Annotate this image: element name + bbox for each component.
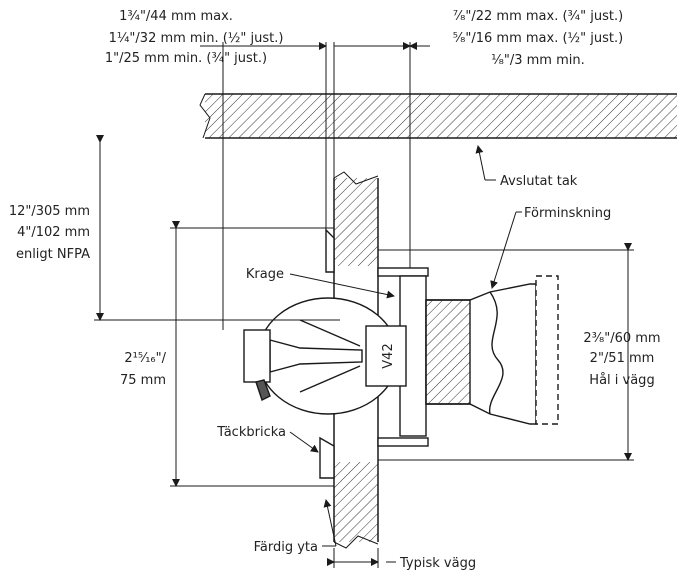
svg-text:Hål i vägg: Hål i vägg [589, 373, 654, 388]
svg-text:2¹⁵⁄₁₆"/: 2¹⁵⁄₁₆"/ [124, 351, 166, 366]
dim-left-upper: 12"/305 mm 4"/102 mm enligt NFPA [9, 204, 90, 262]
dimension-lines [94, 42, 634, 568]
label-finished-surface: Färdig yta [254, 540, 318, 555]
svg-text:1¼"/32 mm min. (½" just.): 1¼"/32 mm min. (½" just.) [109, 31, 284, 46]
svg-text:75 mm: 75 mm [120, 373, 166, 388]
svg-text:⁷⁄₈"/22 mm max. (¾" just.): ⁷⁄₈"/22 mm max. (¾" just.) [453, 9, 623, 24]
svg-text:⁵⁄₈"/16 mm max. (½" just.): ⁵⁄₈"/16 mm max. (½" just.) [453, 31, 623, 46]
svg-text:2"/51 mm: 2"/51 mm [590, 351, 655, 366]
escutcheon-plate [319, 228, 429, 479]
label-typical-wall: Typisk vägg [399, 556, 476, 571]
label-reducer: Förminskning [524, 206, 611, 221]
svg-text:2³⁄₈"/60 mm: 2³⁄₈"/60 mm [583, 331, 660, 346]
dim-top-right: ⁷⁄₈"/22 mm max. (¾" just.) ⁵⁄₈"/16 mm ma… [453, 9, 623, 68]
wall-section [333, 171, 379, 549]
label-escutcheon: Täckbricka [216, 425, 286, 440]
svg-text:1¾"/44 mm max.: 1¾"/44 mm max. [119, 9, 233, 24]
sprinkler-marking: V42 [381, 343, 396, 368]
dim-right: 2³⁄₈"/60 mm 2"/51 mm Hål i vägg [583, 331, 660, 388]
label-finished-ceiling: Avslutat tak [500, 174, 578, 189]
reducer-fitting [425, 275, 559, 425]
ceiling-slab [199, 93, 677, 139]
label-collar: Krage [246, 267, 284, 282]
dim-top-left: 1¾"/44 mm max. 1¼"/32 mm min. (½" just.)… [105, 9, 284, 66]
svg-text:¹⁄₈"/3 mm min.: ¹⁄₈"/3 mm min. [491, 53, 584, 68]
leader-lines [289, 145, 522, 563]
svg-text:enligt NFPA: enligt NFPA [16, 247, 90, 262]
dim-left-lower: 2¹⁵⁄₁₆"/ 75 mm [120, 351, 167, 388]
sprinkler-head [243, 297, 407, 415]
svg-text:12"/305 mm: 12"/305 mm [9, 204, 90, 219]
svg-text:4"/102 mm: 4"/102 mm [17, 225, 90, 240]
svg-text:1"/25 mm min. (¾" just.): 1"/25 mm min. (¾" just.) [105, 51, 267, 66]
